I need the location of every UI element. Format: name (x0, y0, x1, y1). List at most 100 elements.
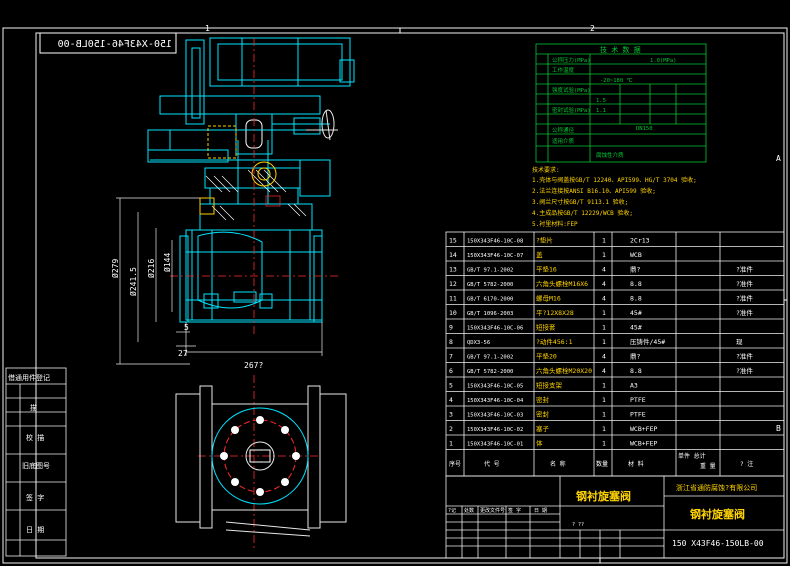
bom-cell: 9 (449, 324, 453, 332)
handwheel (306, 109, 338, 141)
bom-cell: PTFE (630, 396, 646, 404)
bom-cell: 1 (602, 411, 606, 419)
col-mark-1: 1 (205, 24, 210, 33)
bom-cell: 2Cr13 (630, 237, 650, 245)
svg-text:日 期: 日 期 (534, 508, 547, 514)
bom-cell: 8 (449, 338, 453, 346)
bom-cell: 鼎? (630, 266, 641, 274)
outer-frame (2, 27, 788, 564)
svg-text:描: 描 (30, 403, 37, 412)
bom-cell: 150X343F46-10C-05 (467, 384, 523, 390)
spec-row-label: 强度试验(MPa) (552, 86, 591, 94)
bom-cell: 平?12X8X28 (536, 309, 574, 317)
bom-cell: 8.8 (630, 367, 642, 375)
plan-flange-circle (211, 407, 309, 505)
svg-text:数量: 数量 (596, 460, 608, 468)
bom-cell: 平垫20 (536, 352, 557, 361)
bom-cell: 4 (449, 396, 453, 404)
dim-267: 267? (244, 361, 263, 370)
dim-d241: Ø241.5 (128, 267, 138, 296)
svg-text:3.阀兰尺寸按GB/T 9113.1 验收;: 3.阀兰尺寸按GB/T 9113.1 验收; (532, 198, 628, 206)
bom-cell: 4 (602, 367, 606, 375)
bom-cell: GB/T 97.1-2002 (467, 268, 513, 274)
bom-cell: 1 (602, 309, 606, 317)
dim-27: 27 (178, 349, 188, 358)
bom-cell: 150X343F46-10C-03 (467, 413, 523, 419)
section-hatching (205, 169, 307, 221)
bom-cell: GB/T 6170-2000 (467, 297, 513, 303)
bom-cell: ?垫片 (536, 236, 553, 245)
bom-cell: 2 (449, 425, 453, 433)
svg-text:签 字: 签 字 (26, 493, 44, 502)
bom-cell: 1 (602, 338, 606, 346)
bom-cell: 现 (736, 338, 743, 346)
bom-cell: 4 (602, 266, 606, 274)
mirrored-title-box (39, 32, 177, 54)
bom-cell: 1 (602, 382, 606, 390)
svg-text:材 料: 材 料 (628, 460, 644, 468)
bom-cell: 4 (602, 295, 606, 303)
bom-cell: 150X343F46-10C-01 (467, 442, 523, 448)
bom-cell: 150X343F46-10C-04 (467, 398, 524, 404)
bom-cell: 平垫16 (536, 265, 557, 274)
dim-d216: Ø216 (146, 259, 156, 278)
bom-cell: 7 (449, 353, 453, 361)
svg-text:代 号: 代 号 (484, 460, 500, 468)
spec-row-value: 1.5 (596, 98, 606, 104)
svg-text:名 称: 名 称 (550, 460, 566, 468)
valve-plan-view (175, 385, 347, 529)
bom-cell: A3 (630, 382, 638, 390)
svg-text:序号: 序号 (449, 460, 461, 468)
bom-cell: 1 (602, 237, 606, 245)
bom-cell: 6 (449, 367, 453, 375)
row-mark-a: A (776, 154, 781, 163)
spec-table (535, 43, 707, 163)
row-mark-b: B (776, 424, 781, 433)
col-mark-2: 2 (590, 24, 595, 33)
svg-text:校 描: 校 描 (26, 433, 44, 442)
bom-cell: 体 (536, 439, 543, 448)
bom-cell: 13 (449, 266, 457, 274)
svg-text:签 字: 签 字 (508, 507, 521, 514)
bom-cell: 150X343F46-10C-07 (467, 253, 523, 259)
bom-cell: 150X343F46-10C-02 (467, 427, 523, 433)
bom-cell: ?准件 (736, 294, 753, 303)
bom-cell: 塞子 (536, 424, 550, 433)
bom-cell: 1 (449, 440, 453, 448)
bom-cell: GB/T 1096-2003 (467, 311, 513, 317)
bom-cell: 螺母M16 (536, 294, 561, 303)
bom-cell: 4 (602, 280, 606, 288)
svg-text:处数: 处数 (464, 507, 474, 514)
svg-text:1.壳体与阀盖按GB/T 12240、API599、HG/T: 1.壳体与阀盖按GB/T 12240、API599、HG/T 3704 验收; (532, 176, 697, 184)
bom-cell: 12 (449, 280, 457, 288)
bom-cell: 1 (602, 251, 606, 259)
bom-cell: ?准件 (736, 265, 753, 274)
bom-cell: GB/T 5782-2000 (467, 369, 513, 375)
side-block-grid (5, 367, 67, 557)
bom-cell: 盖 (536, 250, 543, 259)
bom-cell: GB/T 5782-2000 (467, 282, 513, 288)
bom-cell: 15 (449, 237, 457, 245)
title-drawing-name-2: 钢衬旋塞阀 (690, 507, 745, 521)
bom-cell: 短接支架 (536, 381, 563, 390)
bom-cell: 5 (449, 382, 453, 390)
spec-row-value: 1.1 (596, 108, 606, 114)
svg-text:4.主成品按GB/T 12229/WCB 验收;: 4.主成品按GB/T 12229/WCB 验收; (532, 209, 633, 217)
svg-text:更改文件号: 更改文件号 (480, 507, 505, 514)
dim-d279: Ø279 (110, 259, 120, 278)
bom-cell: WCB+FEP (630, 440, 657, 448)
inner-frame (35, 32, 785, 559)
plan-bolt-holes (220, 416, 300, 496)
spec-row-value: DN150 (636, 126, 653, 132)
spec-row-value: 1.0(MPa) (650, 58, 677, 64)
bom-cell: 1 (602, 425, 606, 433)
title-block-grid (445, 475, 785, 559)
technical-notes: 技术要求: 1.壳体与阀盖按GB/T 12240、API599、HG/T 370… (532, 166, 697, 228)
gear-outline (199, 125, 277, 215)
bom-cell: 1 (602, 440, 606, 448)
bom-cell: ?准件 (736, 352, 753, 361)
dim-5: 5 (184, 323, 189, 332)
spec-row-label: 公称通径 (552, 126, 575, 134)
bom-cell: ?准件 (736, 366, 753, 375)
